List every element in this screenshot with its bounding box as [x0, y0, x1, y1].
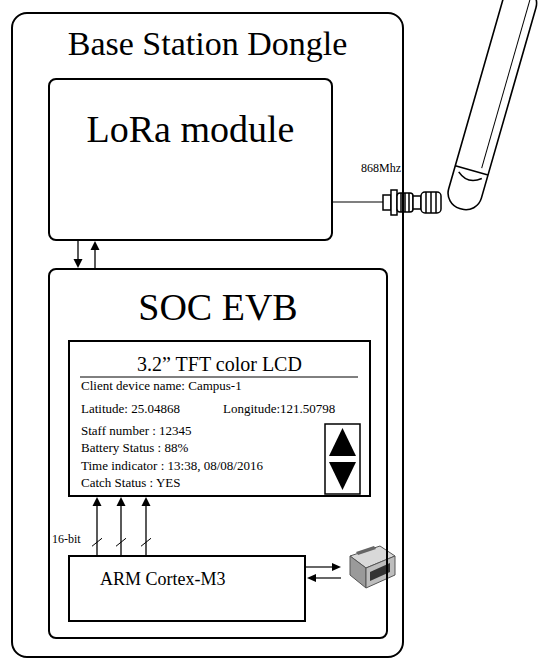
- usb-connector: [350, 546, 395, 588]
- bus-arrow: [116, 497, 126, 555]
- display-field: Latitude: 25.04868: [81, 402, 180, 417]
- usb-wires: [306, 563, 341, 582]
- bus-arrow: [92, 497, 102, 555]
- display-field: Client device name: Campus-1: [81, 379, 242, 394]
- display-box: 3.2” TFT color LCD Client device name: Ca…: [68, 340, 371, 497]
- housing-box: Base Station DongleLoRa moduleSOC EVB 3.2…: [11, 12, 404, 658]
- box-title: Base Station Dongle: [13, 24, 402, 63]
- scroll-buttons: [325, 424, 360, 494]
- bus-width-label: 16-bit: [51, 533, 82, 547]
- board-box: SOC EVB 3.2” TFT color LCD Client device n…: [48, 268, 388, 639]
- antenna: [444, 0, 540, 213]
- display-field: Staff number : 12345: [81, 424, 192, 439]
- bus-arrow: [141, 497, 151, 555]
- rf-line: [333, 201, 384, 202]
- display-heading: 3.2” TFT color LCD: [70, 353, 369, 376]
- box-title: ARM Cortex-M3: [100, 569, 226, 590]
- box-title: SOC EVB: [50, 286, 386, 330]
- display-field: Catch Status : YES: [81, 476, 181, 491]
- bus-arrow: [74, 241, 83, 268]
- heading-rule: [80, 377, 358, 378]
- sma-connector: [383, 190, 441, 215]
- display-field: Longitude:121.50798: [223, 402, 335, 417]
- frequency-label: 868Mhz: [360, 162, 402, 176]
- processor-box: ARM Cortex-M3: [68, 555, 306, 622]
- bus-arrow: [91, 241, 100, 268]
- display-field: Battery Status : 88%: [81, 441, 188, 456]
- display-field: Time indicator : 13:38, 08/08/2016: [81, 459, 263, 474]
- box-title: LoRa module: [50, 108, 331, 152]
- module-box: LoRa module: [48, 78, 333, 241]
